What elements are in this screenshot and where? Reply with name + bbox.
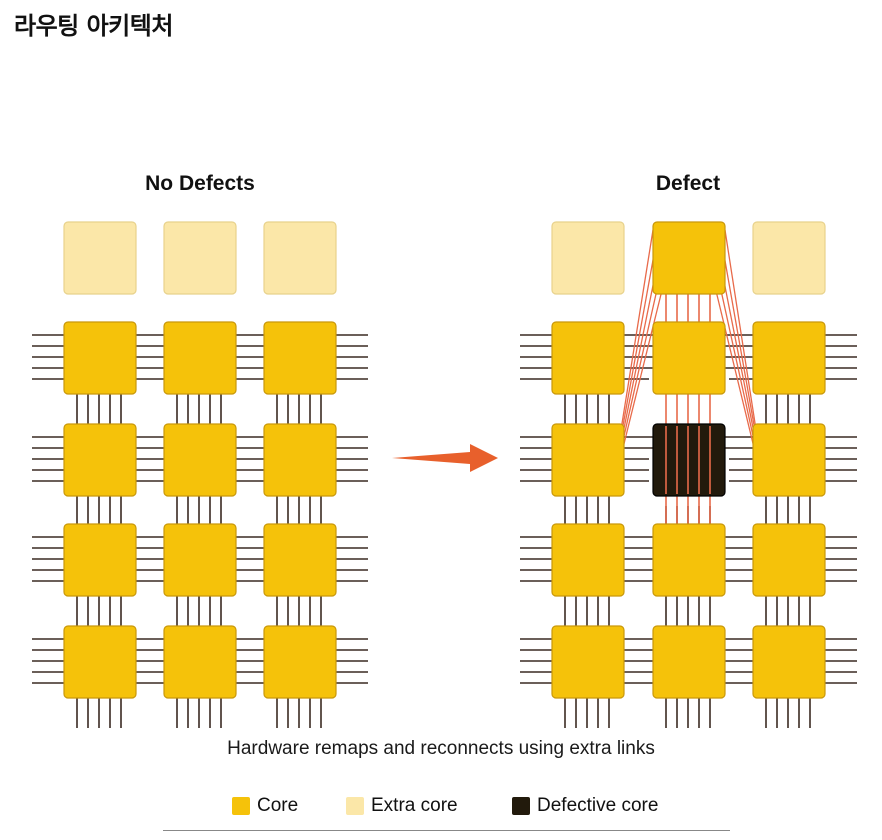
diagram-caption: Hardware remaps and reconnects using ext… xyxy=(227,738,655,759)
legend-label: Extra core xyxy=(371,795,458,816)
core xyxy=(163,523,237,597)
extra-core-swatch xyxy=(346,797,364,815)
left-grid-cores xyxy=(63,221,337,699)
core xyxy=(551,523,625,597)
defective-core-stripes xyxy=(665,426,711,494)
core xyxy=(551,625,625,699)
extra-core xyxy=(551,221,625,295)
remap-arrow xyxy=(392,444,498,472)
remap-link xyxy=(720,237,758,443)
core xyxy=(652,523,726,597)
core xyxy=(752,423,826,497)
legend-item-core: Core xyxy=(232,794,298,818)
legend-item-defective-core: Defective core xyxy=(512,794,658,818)
left-panel-title: No Defects xyxy=(145,172,255,195)
core xyxy=(163,625,237,699)
core xyxy=(652,625,726,699)
core xyxy=(752,321,826,395)
core xyxy=(63,523,137,597)
right-panel-title: Defect xyxy=(656,172,720,195)
core xyxy=(63,321,137,395)
core xyxy=(551,321,625,395)
core-swatch xyxy=(232,797,250,815)
extra-core xyxy=(163,221,237,295)
core xyxy=(551,423,625,497)
remap-link xyxy=(619,229,654,437)
core xyxy=(263,523,337,597)
remap-link xyxy=(724,229,758,437)
remap-link xyxy=(708,261,758,461)
core xyxy=(163,423,237,497)
core xyxy=(752,625,826,699)
legend-label: Core xyxy=(257,795,299,816)
legend-item-extra-core: Extra core xyxy=(346,794,458,818)
extra-core xyxy=(752,221,826,295)
core xyxy=(63,423,137,497)
right-grid-cores xyxy=(551,221,826,699)
core xyxy=(263,625,337,699)
legend-label: Defective core xyxy=(537,795,659,816)
core xyxy=(652,221,726,295)
core xyxy=(752,523,826,597)
core xyxy=(163,321,237,395)
core xyxy=(652,321,726,395)
defective-core-swatch xyxy=(512,797,530,815)
core xyxy=(63,625,137,699)
bottom-divider xyxy=(163,830,730,831)
extra-core xyxy=(263,221,337,295)
remap-link xyxy=(619,261,670,461)
core xyxy=(263,321,337,395)
defective-core xyxy=(652,423,726,497)
core xyxy=(263,423,337,497)
left-grid-wires xyxy=(32,334,368,728)
remap-link xyxy=(619,237,658,443)
page-title: 라우팅 아키텍처 xyxy=(14,12,173,40)
extra-core xyxy=(63,221,137,295)
